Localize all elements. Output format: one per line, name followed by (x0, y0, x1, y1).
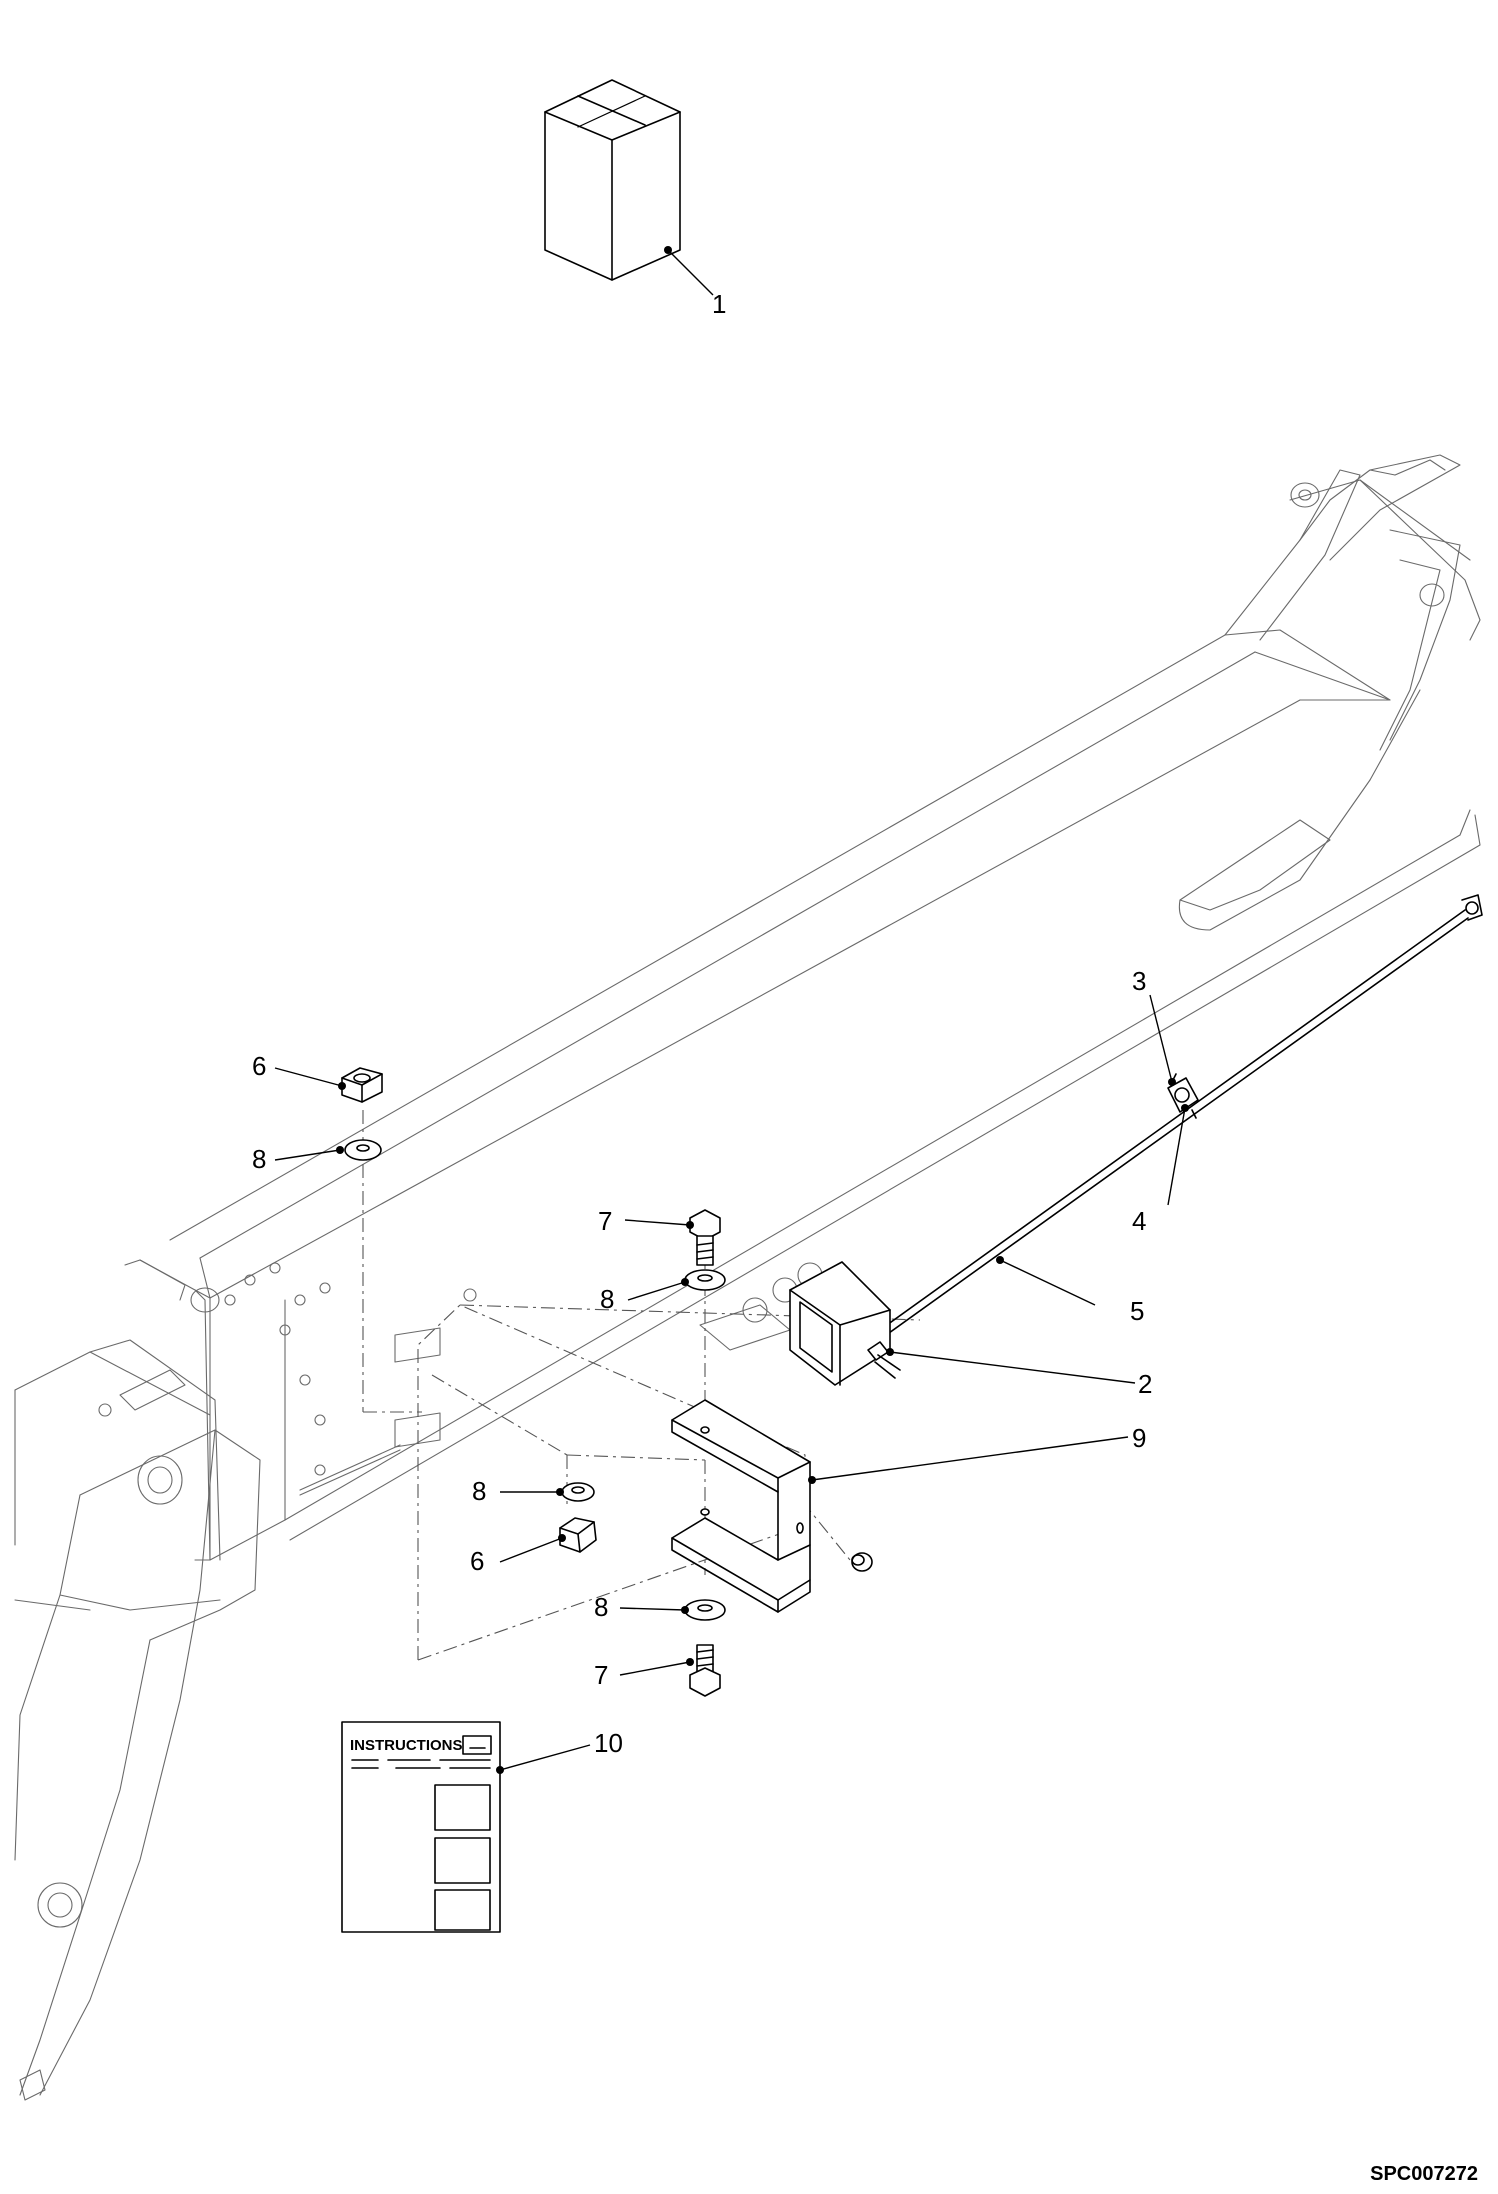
callout-4: 4 (1132, 1206, 1146, 1236)
item-8-washer-upper (344, 1139, 382, 1161)
hole-plug (851, 1552, 873, 1572)
item-1-kit-box (544, 79, 681, 281)
callout-8-lower: 8 (594, 1592, 608, 1622)
callout-6-upper: 6 (252, 1051, 266, 1081)
item-7-bolt-lower (689, 1644, 721, 1697)
callout-8-bolt: 8 (600, 1284, 614, 1314)
boom-outline (124, 454, 1481, 1561)
callout-7-lower: 7 (594, 1660, 608, 1690)
callout-9: 9 (1132, 1423, 1146, 1453)
instructions-heading: INSTRUCTIONS (350, 1737, 463, 1754)
item-3-4-cable-clamp (1167, 1073, 1199, 1119)
item-2-sensor-unit (789, 1261, 901, 1386)
item-6-nut-upper (341, 1067, 383, 1103)
item-10-instruction-sheet: INSTRUCTIONS (341, 1721, 501, 1933)
callout-labels: 1 2 3 4 5 6 6 7 7 8 8 8 8 9 10 (252, 289, 1152, 1758)
arm-linkage (14, 1339, 261, 2101)
callout-3: 3 (1132, 966, 1146, 996)
boom-bolt-holes (224, 1262, 477, 1476)
callout-5: 5 (1130, 1296, 1144, 1326)
item-5-cable (879, 894, 1483, 1339)
item-8-washer-lower-left (561, 1482, 595, 1502)
item-8-washer-lower (684, 1599, 726, 1621)
callout-1: 1 (712, 289, 726, 319)
callout-8-upper: 8 (252, 1144, 266, 1174)
leader-lines (274, 246, 1189, 1774)
callout-2: 2 (1138, 1369, 1152, 1399)
callout-8-lower-left: 8 (472, 1476, 486, 1506)
callout-7-upper: 7 (598, 1206, 612, 1236)
item-6-nut-lower (559, 1517, 597, 1553)
item-9-bracket (671, 1399, 811, 1613)
callout-10: 10 (594, 1728, 623, 1758)
drawing-code: SPC007272 (1370, 2163, 1478, 2185)
callout-6-lower: 6 (470, 1546, 484, 1576)
item-8-washer-bolt (684, 1269, 726, 1291)
item-7-bolt-upper (689, 1209, 721, 1266)
